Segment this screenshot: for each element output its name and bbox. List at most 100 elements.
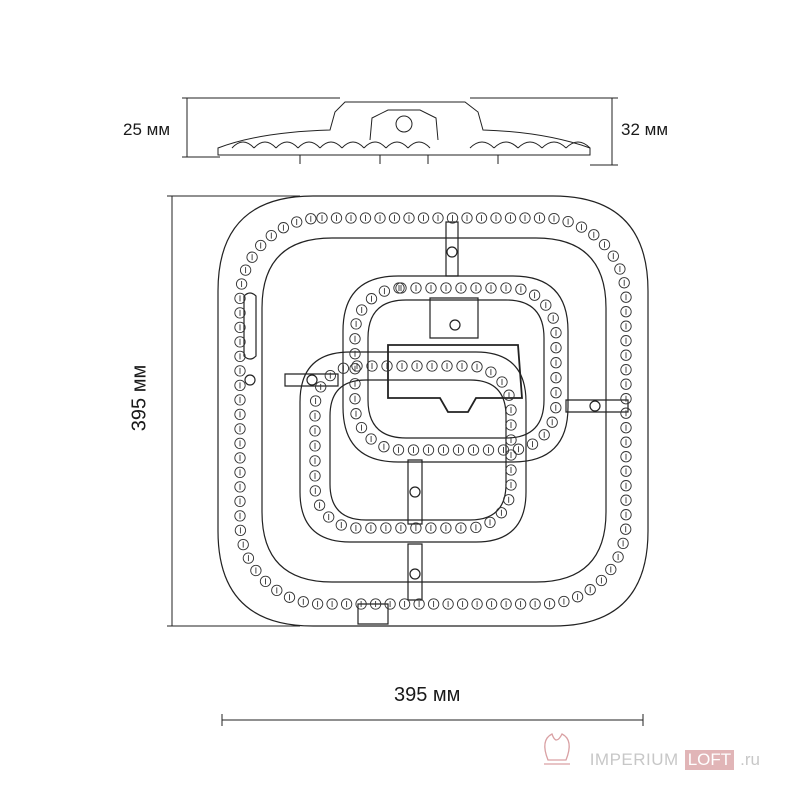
inner-ring-led-chip: [550, 387, 562, 399]
outer-ring-led-chip: [614, 263, 626, 275]
outer-ring-led-chip: [235, 278, 248, 290]
inner-ring-outer-edge: [342, 275, 569, 463]
outer-ring-inner-edge: [261, 237, 607, 583]
led-chip-body: [426, 360, 438, 372]
led-chip-body: [607, 250, 619, 262]
driver-housing: [387, 344, 523, 413]
led-chip-body: [455, 282, 467, 294]
led-chip-body: [620, 335, 632, 347]
led-chip-body: [365, 293, 378, 305]
outer-ring-led-chip: [519, 212, 531, 224]
middle-ring-led-chip: [505, 419, 517, 431]
led-chip-body: [393, 282, 405, 294]
led-chip-body: [618, 277, 630, 289]
dimension-lines: [167, 97, 644, 726]
side-view-lens: [469, 141, 495, 149]
outer-ring-led-chip: [297, 596, 309, 608]
led-chip-body: [456, 598, 469, 610]
led-chip-body: [340, 598, 353, 610]
spoke-bottom-inner: [407, 459, 423, 525]
outer-ring-led-chip: [234, 365, 246, 377]
led-chip-body: [374, 212, 386, 224]
inner-ring-led-chip: [550, 327, 562, 339]
inner-ring-led-chip: [365, 293, 378, 305]
led-chip-body: [349, 348, 361, 360]
outer-ring-led-chip: [259, 575, 272, 588]
led-chip-body: [442, 598, 454, 610]
middle-ring-led-chip: [425, 522, 437, 534]
led-chip-body: [484, 516, 496, 529]
led-chip-body: [315, 381, 327, 393]
outer-ring-led-chip: [620, 494, 632, 506]
inner-ring-led-chip: [349, 348, 361, 360]
side-view-lens: [253, 141, 277, 149]
led-chip-body: [470, 521, 482, 534]
inner-ring-led-chip: [547, 312, 559, 324]
middle-ring-led-chip: [351, 360, 363, 372]
middle-ring-led-chip: [505, 449, 517, 461]
led-chip-body: [345, 212, 357, 224]
led-chip-body: [490, 212, 502, 224]
inner-ring-led-chip: [528, 289, 541, 301]
led-chip-body: [259, 575, 272, 588]
led-chip-body: [381, 360, 393, 372]
middle-ring-led-chip: [505, 479, 517, 491]
watermark-brand-box: LOFT: [684, 750, 735, 770]
middle-ring-led-chip: [426, 360, 438, 372]
middle-ring-led-chip: [496, 376, 508, 388]
led-chip-body: [620, 422, 632, 434]
led-chip-body: [422, 444, 435, 456]
watermark-crest-icon: [544, 733, 570, 761]
outer-ring-led-chip: [234, 350, 246, 363]
outer-ring-led-chip: [595, 574, 608, 587]
led-chip-body: [427, 598, 440, 610]
led-chip-body: [471, 598, 483, 610]
led-chip-body: [515, 283, 527, 295]
led-chip-body: [605, 563, 617, 576]
led-chip-body: [455, 522, 467, 534]
outer-ring-led-chip: [620, 451, 632, 463]
inner-ring-led-chip: [512, 443, 525, 455]
led-chip-body: [452, 444, 465, 456]
outer-ring-led-chip: [255, 239, 267, 252]
outer-ring-led-chip: [461, 212, 473, 224]
outer-ring-led-chip: [234, 510, 246, 522]
outer-ring-led-chip: [584, 584, 596, 596]
outer-ring-led-chip: [398, 598, 411, 610]
dimension-label-height: 395 мм: [128, 364, 151, 432]
led-chip-body: [620, 509, 632, 521]
inner-ring-led-chip: [365, 433, 377, 445]
inner-ring-led-chip: [467, 444, 480, 456]
outer-ring-led-chip: [504, 212, 517, 224]
led-chip-body: [432, 212, 444, 224]
inner-ring-led-chip: [349, 363, 361, 375]
led-chip-body: [575, 221, 588, 233]
led-chip-body: [388, 212, 401, 224]
outer-ring-led-chip: [446, 212, 459, 224]
inner-ring-led-chip: [482, 444, 495, 456]
led-chip-body: [255, 239, 267, 252]
outer-ring-led-chip: [234, 307, 246, 319]
led-chip-body: [620, 451, 632, 463]
outer-ring-led-chip: [305, 213, 317, 225]
side-view-lens: [319, 141, 343, 149]
side-view-lens: [363, 141, 387, 149]
outer-ring-led-chip: [529, 598, 541, 610]
outer-ring-led-chip: [620, 509, 632, 521]
outer-ring-led-chip: [617, 537, 629, 550]
inner-ring-led-chip: [500, 282, 512, 294]
middle-ring-led-chip: [309, 395, 322, 407]
outer-ring-led-chip: [234, 394, 246, 406]
led-chip-body: [309, 410, 321, 422]
led-chip-body: [482, 444, 495, 456]
led-chip-body: [349, 363, 361, 375]
outer-ring-led-chip: [612, 551, 624, 563]
outer-ring-led-chip: [246, 251, 258, 263]
outer-ring-led-chip: [234, 292, 246, 305]
led-chip-body: [335, 519, 347, 531]
led-chip-body: [234, 423, 246, 435]
led-chip-body: [514, 598, 527, 610]
outer-ring-led-chip: [620, 393, 632, 405]
led-chip-body: [547, 312, 559, 324]
driver-bracket-top: [429, 297, 479, 339]
